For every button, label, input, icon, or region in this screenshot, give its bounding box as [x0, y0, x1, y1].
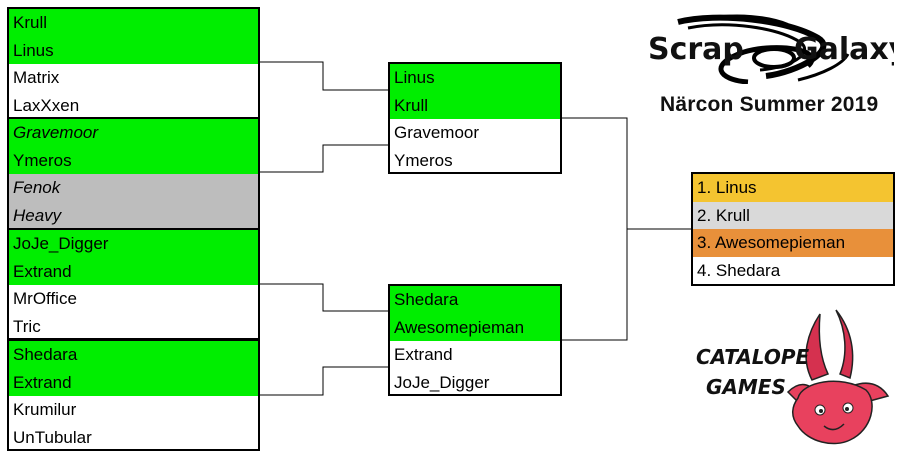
logo-word-left: Scrap	[648, 32, 744, 67]
semifinal-2-loser-1: Extrand	[394, 345, 453, 364]
round1-match-2: Gravemoor Ymeros Fenok Heavy	[7, 117, 260, 229]
standing-3: 3. Awesomepieman	[693, 229, 893, 257]
catalope-games-logo: CATALOPE GAMES	[696, 309, 890, 445]
round1-match-2-winner-2: Ymeros	[9, 146, 258, 174]
round1-match-4-winner-2: Extrand	[9, 368, 258, 396]
catalope-mascot-icon	[786, 309, 890, 445]
round1-match-2-loser-1: Fenok	[9, 174, 258, 202]
round1-match-4-winner-1: Shedara	[9, 341, 258, 369]
standing-2: 2. Krull	[693, 201, 893, 229]
semifinal-2-winner-2: Awesomepieman	[390, 313, 560, 341]
galaxy-swirl-icon	[677, 14, 850, 84]
round1-match-4: Shedara Extrand Krumilur UnTubular	[7, 339, 260, 451]
connector-r1m4-to-sf2	[260, 366, 388, 396]
round1-match-1-winner-1: Krull	[9, 9, 258, 37]
semifinal-2-loser-2: JoJe_Digger	[394, 372, 490, 392]
round1-match-1-winner-2: Linus	[9, 36, 258, 64]
event-title: Närcon Summer 2019	[660, 93, 879, 116]
studio-name-line1: CATALOPE	[696, 345, 810, 369]
round1-match-4-loser-2: UnTubular	[13, 427, 92, 447]
round1-match-2-loser-2: Heavy	[9, 201, 258, 229]
round1-match-3-winner-1: JoJe_Digger	[9, 230, 258, 258]
connector-r1m3-to-sf2	[260, 283, 388, 312]
round1-match-3-winner-2: Extrand	[9, 257, 258, 285]
semifinal-1-loser-1: Gravemoor	[394, 123, 480, 142]
scrap-galaxy-logo: Scrap Galaxy	[648, 14, 894, 84]
round1-match-3-loser-1: MrOffice	[13, 289, 77, 308]
round1-match-1-loser-1: Matrix	[13, 68, 60, 87]
semifinal-1-winner-1: Linus	[390, 64, 560, 92]
connector-r1m2-to-sf1	[260, 144, 388, 173]
standing-4: 4. Shedara	[693, 256, 893, 284]
connector-r1m1-to-sf1	[260, 61, 388, 91]
round1-match-1-loser-2: LaxXxen	[13, 95, 80, 115]
semifinal-1-winner-2: Krull	[390, 91, 560, 119]
round1-match-3: JoJe_Digger Extrand MrOffice Tric	[7, 228, 260, 340]
semifinal-match-2: Shedara Awesomepieman Extrand JoJe_Digge…	[388, 284, 562, 396]
studio-name-line2: GAMES	[706, 375, 786, 399]
round1-match-3-loser-2: Tric	[13, 316, 41, 336]
round1-match-4-loser-1: Krumilur	[13, 400, 77, 419]
standing-1: 1. Linus	[693, 174, 893, 202]
connector-sf1-to-final	[562, 117, 628, 341]
logo-word-right: Galaxy	[794, 32, 894, 67]
semifinal-1-loser-2: Ymeros	[394, 150, 453, 170]
round1-match-2-winner-1: Gravemoor	[9, 119, 258, 147]
semifinal-match-1: Linus Krull Gravemoor Ymeros	[388, 62, 562, 174]
semifinal-2-winner-1: Shedara	[390, 286, 560, 314]
final-standings: 1. Linus 2. Krull 3. Awesomepieman 4. Sh…	[691, 172, 895, 286]
round1-match-1: Krull Linus Matrix LaxXxen	[7, 7, 260, 119]
